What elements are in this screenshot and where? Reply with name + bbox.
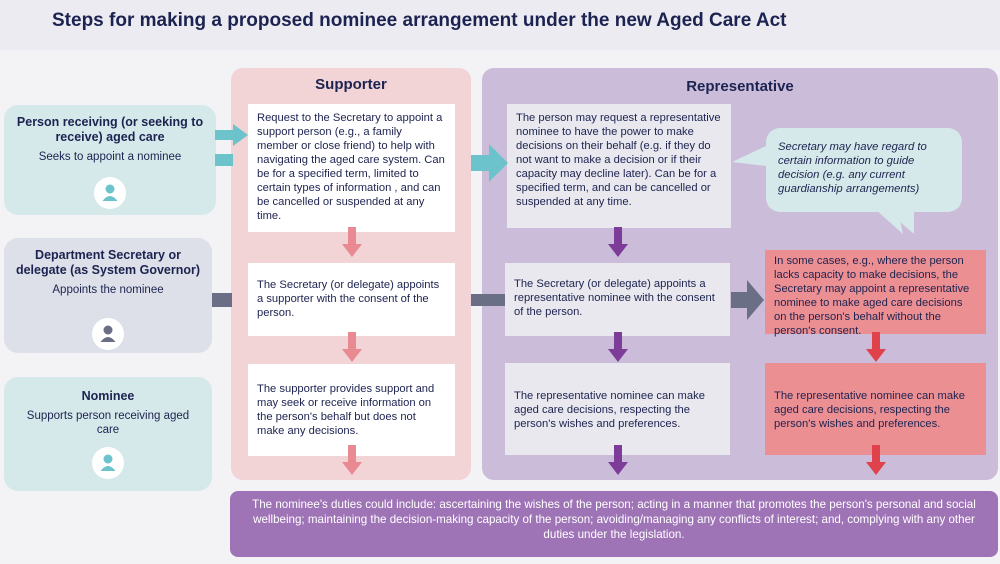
actor-nominee: Nominee Supports person receiving aged c… xyxy=(4,377,212,491)
note-pointer-icon xyxy=(732,146,903,234)
down-arrow-icon xyxy=(342,445,362,475)
person-icon xyxy=(92,318,124,350)
nominee-duties-footer: The nominee's duties could include: asce… xyxy=(230,491,998,557)
person-icon xyxy=(92,447,124,479)
representative-step3: The representative nominee can make aged… xyxy=(505,363,730,455)
connector-bar xyxy=(471,294,505,306)
actor-person-name: Person receiving (or seeking to receive)… xyxy=(16,115,204,144)
person-icon xyxy=(94,177,126,209)
actor-person-desc: Seeks to appoint a nominee xyxy=(38,151,182,163)
right-arrow-icon xyxy=(731,280,764,320)
down-arrow-icon xyxy=(342,227,362,257)
down-arrow-icon xyxy=(608,445,628,475)
title-bar xyxy=(0,0,1000,50)
connector-bar xyxy=(212,293,232,307)
supporter-step1: Request to the Secretary to appoint a su… xyxy=(248,104,455,232)
down-arrow-icon xyxy=(866,445,886,475)
page-title: Steps for making a proposed nominee arra… xyxy=(52,10,787,31)
actor-secretary-desc: Appoints the nominee xyxy=(52,284,164,296)
guardianship-note: Secretary may have regard to certain inf… xyxy=(766,128,962,212)
right-arrow-icon xyxy=(215,124,248,146)
actor-secretary-name: Department Secretary or delegate (as Sys… xyxy=(15,248,201,277)
representative-step2: The Secretary (or delegate) appoints a r… xyxy=(505,263,730,336)
down-arrow-icon xyxy=(342,332,362,362)
actor-nominee-name: Nominee xyxy=(81,389,135,403)
supporter-step2: The Secretary (or delegate) appoints a s… xyxy=(248,263,455,336)
down-arrow-icon xyxy=(608,227,628,257)
representative-step1: The person may request a representative … xyxy=(507,104,731,228)
note-tail-icon xyxy=(884,208,914,234)
actor-secretary: Department Secretary or delegate (as Sys… xyxy=(4,238,212,353)
supporter-step3: The supporter provides support and may s… xyxy=(248,364,455,456)
actor-nominee-desc: Supports person receiving aged care xyxy=(26,410,190,436)
actor-person: Person receiving (or seeking to receive)… xyxy=(4,105,216,215)
supporter-title: Supporter xyxy=(315,76,387,93)
representative-alt-step3: The representative nominee can make aged… xyxy=(765,363,986,455)
representative-alt-step2: In some cases, e.g., where the person la… xyxy=(765,250,986,337)
down-arrow-icon xyxy=(866,332,886,362)
right-arrow-icon xyxy=(471,144,508,182)
representative-title: Representative xyxy=(686,78,794,95)
connector-bar xyxy=(215,154,233,166)
down-arrow-icon xyxy=(608,332,628,362)
